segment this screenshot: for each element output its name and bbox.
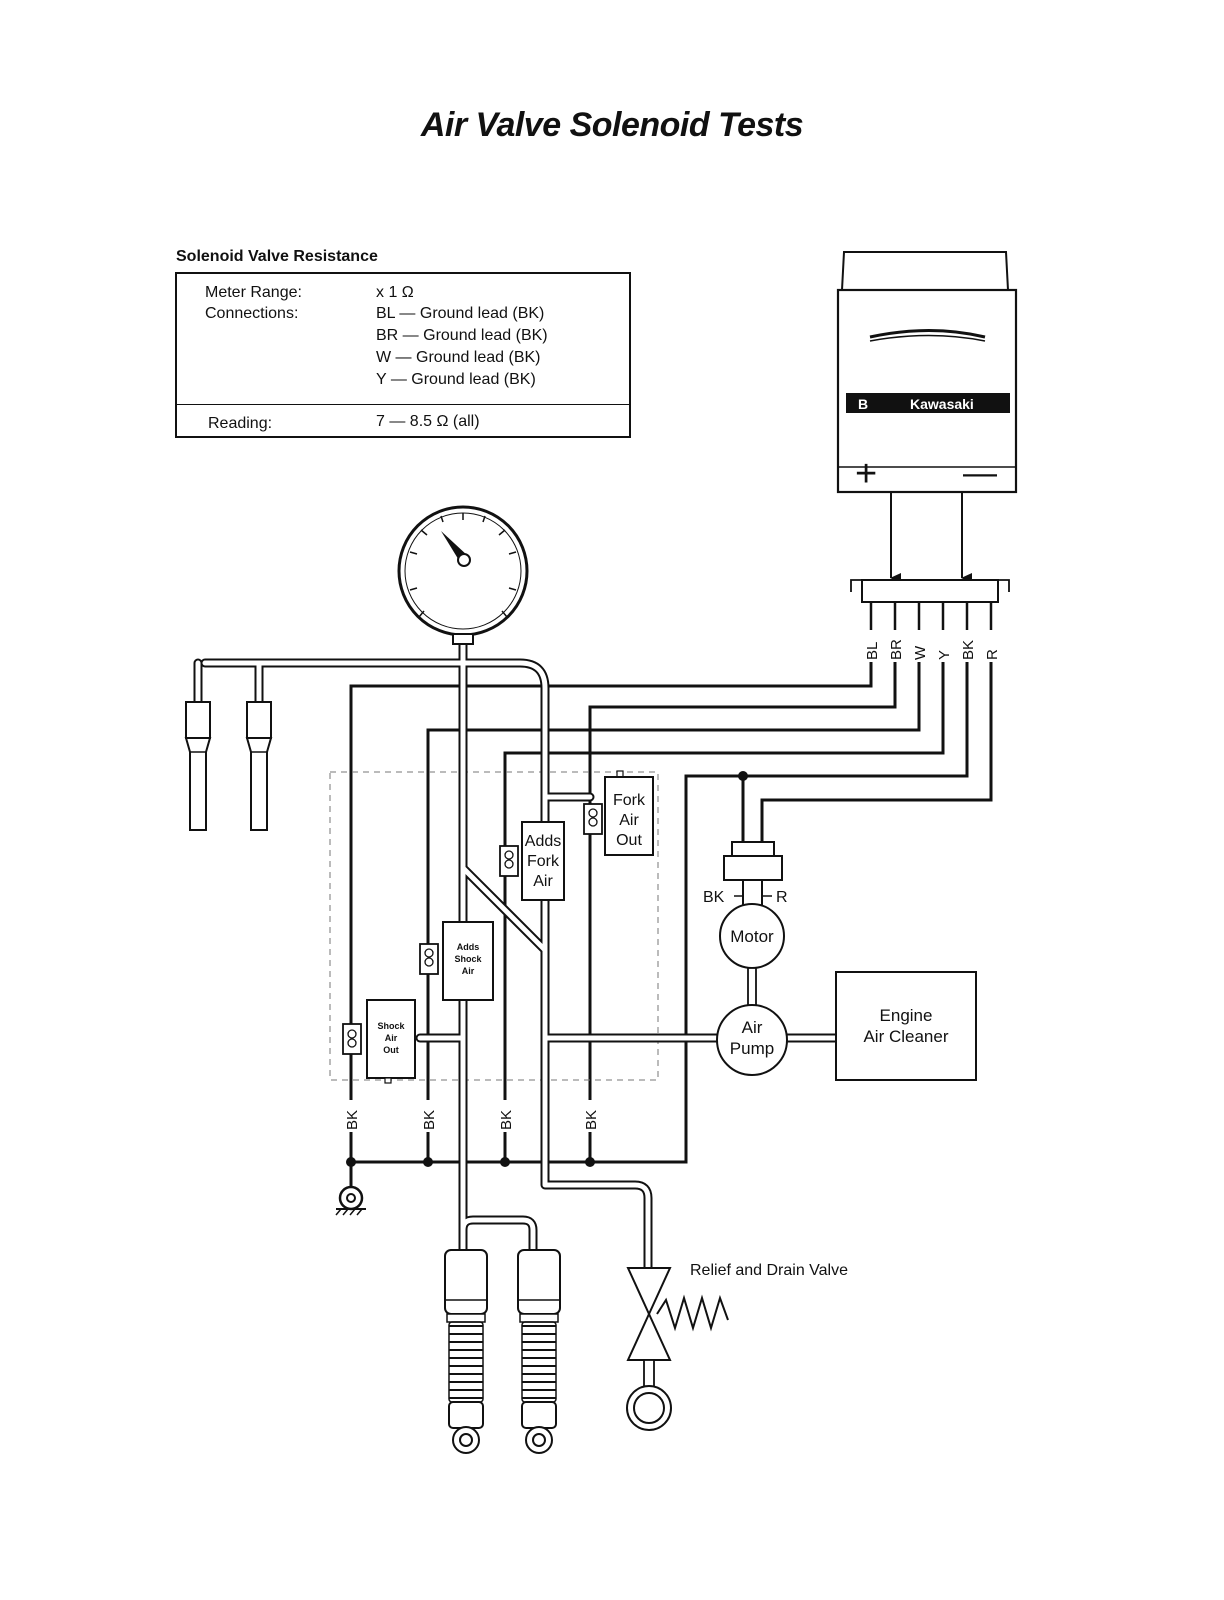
meter-range-value: x 1 Ω: [376, 284, 414, 301]
air-cleaner-label: Engine: [880, 1006, 933, 1025]
wire-label-y: Y: [936, 650, 953, 660]
adds-shock-air-valve: Adds Shock Air: [419, 921, 494, 1001]
br-wire: [588, 662, 897, 1162]
valve-label-line: Adds: [525, 833, 561, 850]
r-wire: [760, 662, 993, 842]
valve-label-line: Air: [462, 966, 475, 976]
relief-valve-label: Relief and Drain Valve: [690, 1262, 848, 1279]
connection-item: BR — Ground lead (BK): [376, 327, 548, 344]
relief-drain-valve: Relief and Drain Valve: [626, 1262, 848, 1431]
bk-wire: [684, 662, 969, 1142]
valve-label-line: Fork: [613, 792, 646, 809]
spec-table: Meter Range: x 1 Ω Connections: BL — Gro…: [175, 272, 631, 438]
wire-label-br: BR: [888, 639, 905, 660]
wire-junctions: [346, 771, 748, 1167]
wire-label-r: R: [984, 649, 1001, 660]
battery-brand-band: [846, 393, 1010, 413]
motor-assembly: BK R Motor: [703, 841, 788, 969]
ground-wire-label: BK: [421, 1110, 438, 1130]
fork-air-out-valve: Fork Air Out: [583, 770, 654, 856]
ground-bus: [351, 1142, 688, 1164]
ground-icon: [335, 1185, 366, 1216]
valve-label-line: Shock: [454, 954, 482, 964]
ground-wire-label: BK: [344, 1110, 361, 1130]
y-wire: [503, 662, 945, 1162]
wire-label-w: W: [912, 645, 929, 660]
connection-item: Y — Ground lead (BK): [376, 371, 536, 388]
motor-lead-label-r: R: [776, 889, 788, 906]
connection-item: BL — Ground lead (BK): [376, 305, 545, 322]
connection-item: W — Ground lead (BK): [376, 349, 541, 366]
ground-label-backgrounds: [340, 1100, 601, 1132]
adds-fork-air-valve: Adds Fork Air: [499, 821, 565, 901]
rear-shock-right: [517, 1249, 561, 1454]
front-fork-tubes: [184, 701, 273, 831]
ground-wire-label: BK: [498, 1110, 515, 1130]
battery: B Kawasaki + —: [836, 251, 1018, 583]
valve-label-line: Air: [619, 812, 639, 829]
ground-wire-label: BK: [583, 1110, 600, 1130]
wire-label-bl: BL: [864, 642, 881, 660]
air-hoses: [193, 635, 721, 1273]
reading-label: Reading:: [208, 415, 273, 432]
rear-shock-left: [444, 1249, 488, 1454]
valve-label-line: Adds: [457, 942, 480, 952]
air-pump: Air Pump: [716, 1004, 788, 1076]
valve-label-line: Out: [616, 832, 642, 849]
meter-range-label: Meter Range:: [205, 284, 302, 301]
pressure-gauge: [397, 505, 529, 645]
air-pump-label: Air: [742, 1018, 763, 1037]
connections-label: Connections:: [205, 305, 299, 322]
valve-label-line: Out: [383, 1045, 399, 1055]
motor-lead-label-bk: BK: [703, 889, 725, 906]
engine-air-cleaner: Engine Air Cleaner: [835, 971, 977, 1081]
valve-label-line: Air: [385, 1033, 398, 1043]
shock-air-out-valve: Shock Air Out: [342, 999, 416, 1084]
pump-shaft: [747, 967, 757, 1007]
wire-label-bk: BK: [960, 640, 977, 660]
valve-label-line: Shock: [377, 1021, 405, 1031]
wire-connector: BL BR W Y BK R: [850, 579, 1010, 660]
spec-divider: [177, 404, 629, 405]
battery-negative-terminal: —: [963, 454, 997, 492]
bl-wire: [349, 662, 873, 1162]
valve-label-line: Air: [533, 873, 553, 890]
spec-heading: Solenoid Valve Resistance: [176, 248, 378, 265]
battery-brand: Kawasaki: [910, 396, 974, 412]
wiring-harness: [349, 662, 993, 1190]
battery-positive-terminal: +: [855, 453, 877, 495]
battery-brand-mark: B: [858, 396, 868, 412]
reading-value: 7 — 8.5 Ω (all): [376, 413, 480, 430]
rear-shock-absorbers: [444, 1249, 561, 1454]
air-pump-label: Pump: [730, 1039, 774, 1058]
valve-label-line: Fork: [527, 853, 560, 870]
motor-label: Motor: [730, 927, 774, 946]
page-title: Air Valve Solenoid Tests: [420, 106, 804, 144]
air-cleaner-label: Air Cleaner: [863, 1027, 948, 1046]
